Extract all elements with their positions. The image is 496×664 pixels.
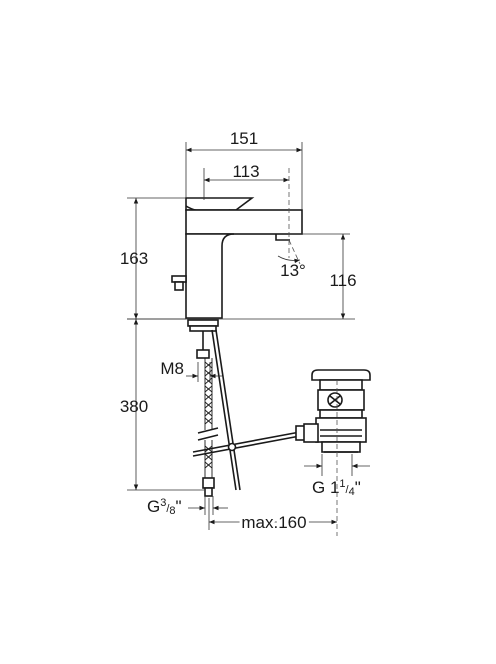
dimension-outlet-height: 116 xyxy=(290,233,357,319)
label-hose-length: 380 xyxy=(120,397,148,416)
dimension-overall-width: 151 xyxy=(185,129,303,210)
dimension-thread-rod: M8 xyxy=(160,359,222,382)
dimension-waste-connection: G 11/4" xyxy=(304,454,370,498)
label-spout-angle: 13° xyxy=(280,261,306,280)
dimension-hose-connection: G3/8" xyxy=(147,496,228,517)
supply-hoses xyxy=(196,329,241,497)
pop-up-linkage xyxy=(192,425,307,457)
dimension-spout-angle: 13° xyxy=(277,239,306,280)
label-outlet-height: 116 xyxy=(329,271,356,290)
label-spout-reach: 113 xyxy=(232,162,259,181)
faucet-body xyxy=(171,197,303,332)
label-overall-width: 151 xyxy=(230,129,258,148)
dimension-spout-reach: 113 xyxy=(203,162,290,258)
waste-valve xyxy=(303,369,371,453)
label-tap-height: 163 xyxy=(120,249,148,268)
dimension-max-offset: max.160 xyxy=(208,380,338,536)
label-max-offset: max.160 xyxy=(241,513,306,532)
dimension-tap-height: 163 xyxy=(120,197,355,320)
label-thread-rod: M8 xyxy=(160,359,184,378)
dimension-hose-length: 380 xyxy=(120,318,204,491)
label-waste-connection: G 11/4" xyxy=(312,478,361,498)
label-hose-connection: G3/8" xyxy=(147,497,182,517)
